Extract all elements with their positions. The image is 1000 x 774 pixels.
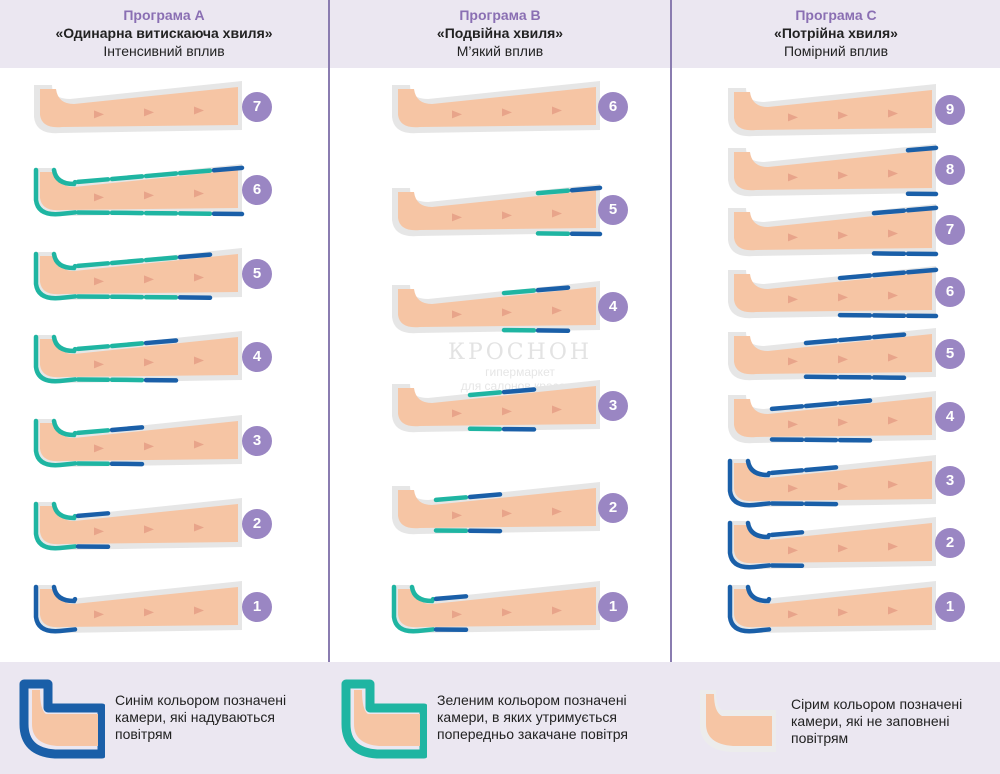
legend-panel: Синім кольором позначені камери, які над… bbox=[0, 662, 1000, 774]
legend-blue-text: Синім кольором позначені камери, які над… bbox=[115, 692, 287, 742]
watermark-brand: КРОСНОН bbox=[447, 340, 593, 365]
column-divider-2 bbox=[670, 0, 672, 662]
leg-step-9 bbox=[728, 84, 936, 137]
green-foot-icon bbox=[341, 679, 427, 759]
legend-green-text: Зеленим кольором позначені камери, в яки… bbox=[437, 692, 629, 742]
grey-foot-icon bbox=[700, 690, 776, 752]
blue-foot-icon bbox=[19, 679, 105, 759]
step-number-badge: 8 bbox=[935, 155, 965, 185]
watermark: КРОСНОН гипермаркет для салонов красоты bbox=[420, 340, 620, 393]
leg-step-6 bbox=[728, 266, 939, 319]
leg-step-3 bbox=[392, 380, 600, 433]
step-number-badge: 6 bbox=[598, 92, 628, 122]
leg-step-6 bbox=[33, 164, 245, 217]
leg-step-4 bbox=[392, 281, 600, 334]
leg-step-4 bbox=[33, 331, 242, 384]
step-number-badge: 6 bbox=[242, 175, 272, 205]
step-number-badge: 1 bbox=[935, 592, 965, 622]
legend-item-green: Зеленим кольором позначені камери, в яки… bbox=[332, 674, 672, 764]
step-number-badge: 3 bbox=[242, 426, 272, 456]
header-bar bbox=[0, 0, 1000, 68]
step-number-badge: 1 bbox=[242, 592, 272, 622]
column-divider-1 bbox=[328, 0, 330, 662]
leg-step-1 bbox=[33, 581, 242, 634]
leg-step-3 bbox=[727, 455, 936, 508]
leg-step-2 bbox=[392, 482, 600, 535]
program-c-subtitle: Помірний вплив bbox=[783, 43, 889, 59]
leg-step-2 bbox=[33, 498, 242, 551]
program-b-header: Програма В «Подвійна хвиля» М’який вплив bbox=[330, 0, 670, 68]
step-number-badge: 3 bbox=[935, 466, 965, 496]
program-b-name: «Подвійна хвиля» bbox=[436, 25, 564, 41]
legend-grey-text: Сірим кольором позначені камери, які не … bbox=[791, 696, 963, 746]
step-number-badge: 4 bbox=[598, 292, 628, 322]
program-c-header: Програма С «Потрійна хвиля» Помірний впл… bbox=[672, 0, 1000, 68]
step-number-badge: 2 bbox=[935, 528, 965, 558]
step-number-badge: 5 bbox=[598, 195, 628, 225]
step-number-badge: 7 bbox=[935, 215, 965, 245]
program-a-title: Програма А bbox=[123, 7, 205, 23]
leg-step-5 bbox=[392, 184, 603, 237]
watermark-line1: гипермаркет bbox=[485, 365, 555, 379]
step-number-badge: 7 bbox=[242, 92, 272, 122]
program-b-subtitle: М’який вплив bbox=[456, 43, 544, 59]
step-number-badge: 6 bbox=[935, 277, 965, 307]
step-number-badge: 2 bbox=[242, 509, 272, 539]
leg-step-7 bbox=[728, 204, 939, 257]
leg-step-5 bbox=[728, 328, 936, 381]
leg-step-1 bbox=[391, 581, 600, 634]
legend-item-grey: Сірим кольором позначені камери, які не … bbox=[686, 674, 996, 764]
leg-step-4 bbox=[728, 391, 936, 444]
step-number-badge: 5 bbox=[242, 259, 272, 289]
leg-step-6 bbox=[392, 81, 600, 134]
program-a-subtitle: Інтенсивний вплив bbox=[103, 43, 225, 59]
step-number-badge: 3 bbox=[598, 391, 628, 421]
program-a-header: Програма А «Одинарна витискаюча хвиля» І… bbox=[0, 0, 328, 68]
step-number-badge: 1 bbox=[598, 592, 628, 622]
leg-step-8 bbox=[728, 144, 939, 197]
leg-step-1 bbox=[727, 581, 936, 634]
program-a-name: «Одинарна витискаюча хвиля» bbox=[55, 25, 273, 41]
program-c-name: «Потрійна хвиля» bbox=[774, 25, 898, 41]
leg-step-5 bbox=[33, 248, 242, 301]
program-c-title: Програма С bbox=[795, 7, 877, 23]
leg-step-7 bbox=[34, 81, 242, 134]
leg-step-2 bbox=[727, 517, 936, 570]
step-number-badge: 4 bbox=[242, 342, 272, 372]
step-number-badge: 9 bbox=[935, 95, 965, 125]
legend-item-blue: Синім кольором позначені камери, які над… bbox=[10, 674, 330, 764]
step-number-badge: 5 bbox=[935, 339, 965, 369]
leg-step-3 bbox=[33, 415, 242, 468]
program-b-title: Програма В bbox=[459, 7, 541, 23]
step-number-badge: 4 bbox=[935, 402, 965, 432]
step-number-badge: 2 bbox=[598, 493, 628, 523]
